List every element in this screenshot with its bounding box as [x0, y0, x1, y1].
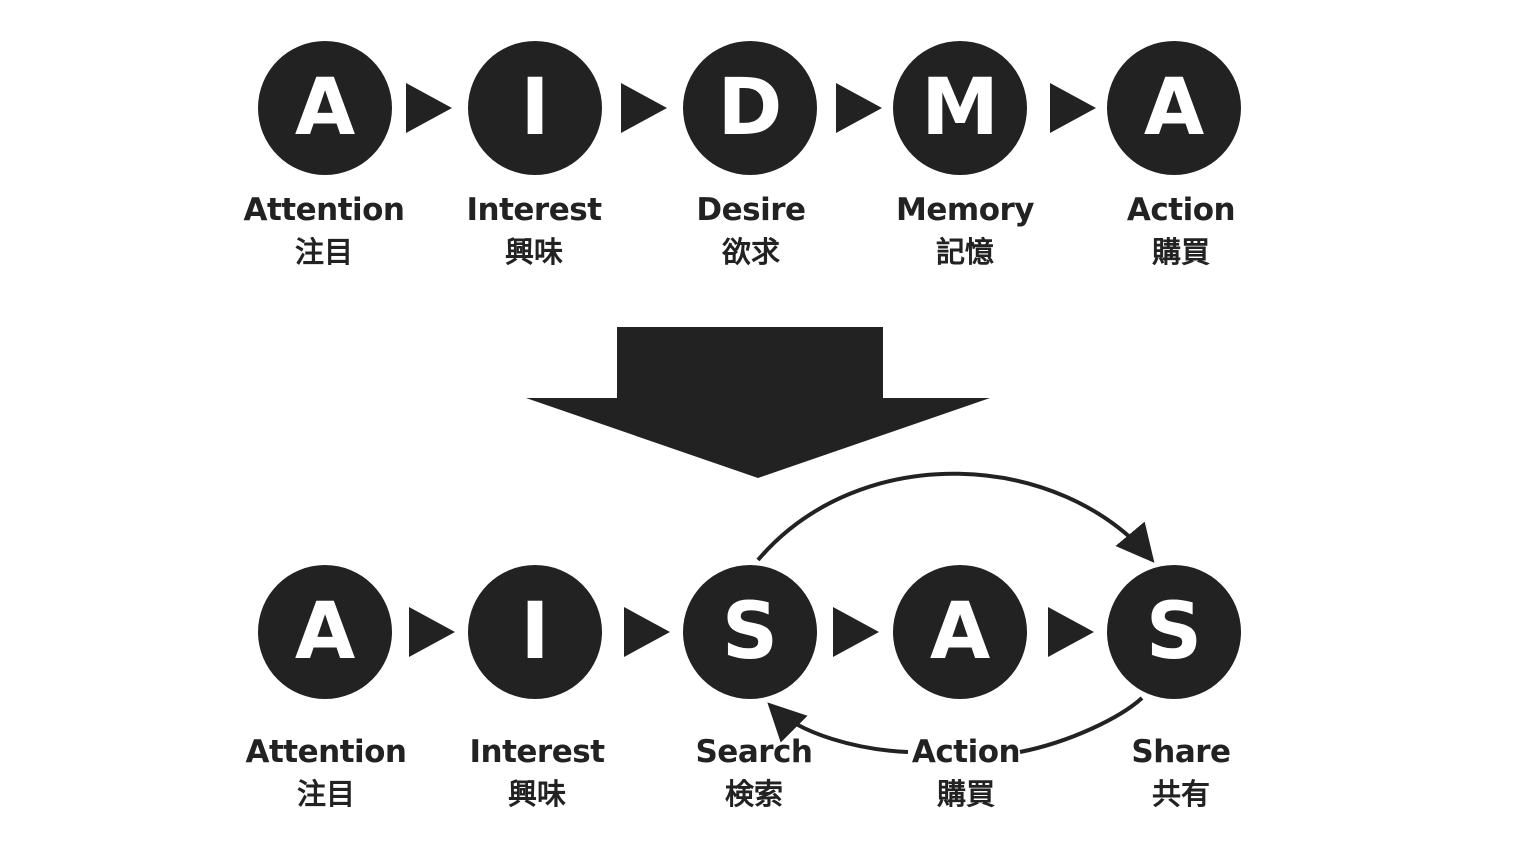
- step-label-en: Memory: [896, 192, 1034, 228]
- step-label-ja: 欲求: [721, 235, 780, 269]
- aisas-step-label: Interest 興味: [437, 733, 637, 813]
- aisas-step-circle: S: [683, 565, 817, 699]
- aidma-step-label: Memory 記憶: [865, 191, 1065, 271]
- aisas-arrow-1: [409, 607, 455, 657]
- aidma-step-letter: A: [294, 63, 356, 153]
- step-label-en: Attention: [243, 192, 405, 228]
- step-label-en: Share: [1131, 734, 1231, 770]
- aisas-arrow-4: [1048, 607, 1094, 657]
- aisas-step-letter: A: [929, 587, 991, 677]
- aisas-step-letter: S: [1145, 587, 1203, 677]
- step-label-en: Action: [911, 734, 1021, 770]
- step-label-ja: 注目: [294, 235, 353, 269]
- aisas-arrow-3: [833, 607, 879, 657]
- aidma-step-circle: A: [1107, 41, 1241, 175]
- aidma-arrow-1: [406, 83, 452, 133]
- aisas-step-letter: I: [520, 587, 550, 677]
- aisas-step-letter: S: [721, 587, 779, 677]
- search-to-share-curve-arrow: [756, 471, 1155, 563]
- aidma-step-label: Desire 欲求: [651, 191, 851, 271]
- step-label-ja: 購買: [1151, 235, 1210, 269]
- step-label-ja: 興味: [507, 777, 566, 811]
- step-label-ja: 購買: [936, 777, 995, 811]
- transition-down-arrow: [526, 327, 990, 478]
- step-label-ja: 興味: [504, 235, 563, 269]
- step-label-en: Action: [1126, 192, 1236, 228]
- aisas-step-label: Action 購買: [866, 733, 1066, 813]
- aidma-step-circle: I: [468, 41, 602, 175]
- aidma-step-letter: A: [1143, 63, 1205, 153]
- step-label-ja: 検索: [724, 777, 783, 811]
- step-label-en: Interest: [466, 192, 602, 228]
- aidma-arrow-4: [1050, 83, 1096, 133]
- aisas-step-circle: S: [1107, 565, 1241, 699]
- aidma-step-letter: I: [520, 63, 550, 153]
- step-label-ja: 注目: [296, 777, 355, 811]
- aidma-arrow-3: [836, 83, 882, 133]
- aidma-step-circle: A: [258, 41, 392, 175]
- step-label-ja: 共有: [1151, 777, 1210, 811]
- step-label-en: Search: [695, 734, 813, 770]
- aisas-arrow-2: [624, 607, 670, 657]
- aisas-step-circle: I: [468, 565, 602, 699]
- aisas-step-label: Search 検索: [654, 733, 854, 813]
- aisas-step-letter: A: [294, 587, 356, 677]
- share-to-search-curve-arrow: [1019, 696, 1144, 754]
- step-label-en: Interest: [469, 734, 605, 770]
- step-label-en: Attention: [245, 734, 407, 770]
- aidma-arrow-2: [621, 83, 667, 133]
- aidma-step-circle: D: [683, 41, 817, 175]
- aisas-step-label: Share 共有: [1081, 733, 1281, 813]
- aidma-step-circle: M: [893, 41, 1027, 175]
- step-label-en: Desire: [696, 192, 806, 228]
- aidma-step-letter: D: [717, 63, 783, 153]
- aisas-step-circle: A: [893, 565, 1027, 699]
- step-label-ja: 記憶: [935, 235, 994, 269]
- share-to-search-curve-arrow-end: [767, 702, 909, 754]
- aisas-step-circle: A: [258, 565, 392, 699]
- aidma-step-label: Interest 興味: [434, 191, 634, 271]
- aidma-step-label: Action 購買: [1081, 191, 1281, 271]
- aidma-step-label: Attention 注目: [224, 191, 424, 271]
- aisas-step-label: Attention 注目: [226, 733, 426, 813]
- aidma-step-letter: M: [921, 63, 999, 153]
